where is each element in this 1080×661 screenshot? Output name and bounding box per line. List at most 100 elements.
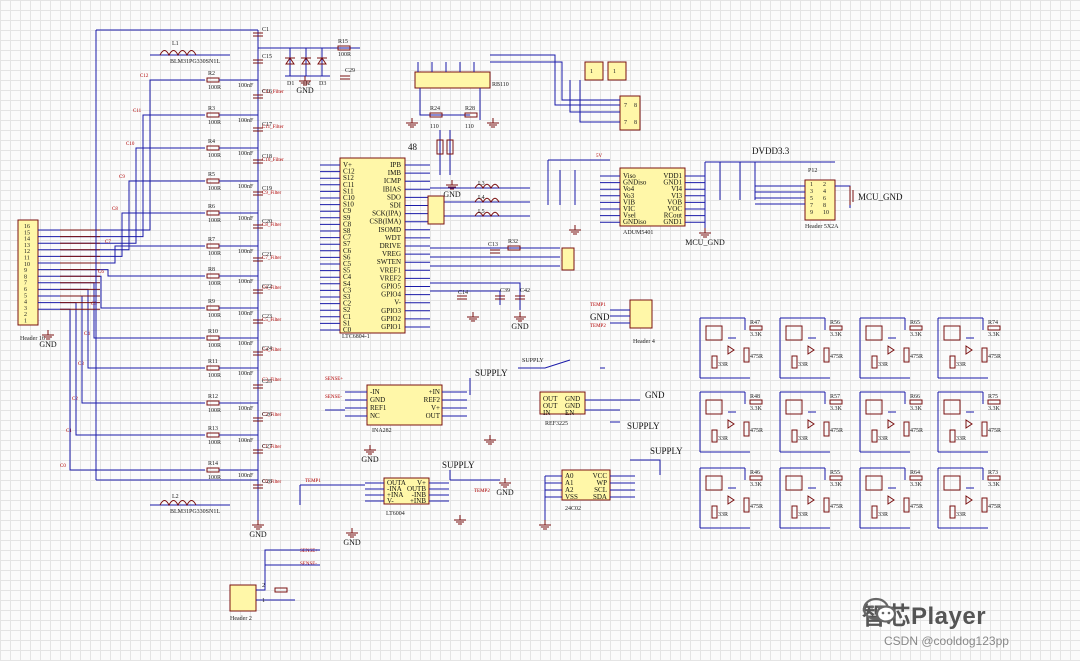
ltc6804-pin-right: SCK(IPA) <box>372 210 402 218</box>
r15-label: R15 <box>338 39 348 45</box>
header2-label: Header 2 <box>230 616 252 622</box>
eeprom-label: 24C02 <box>565 506 581 512</box>
filter-capacitor-label: C24 <box>262 346 272 352</box>
filter-cap-value: 100nF <box>238 184 254 190</box>
balance-r-big: 475R <box>830 428 843 434</box>
header5x2-pin: 2 <box>823 182 826 188</box>
connector-78 <box>619 95 641 131</box>
r28-label: R28 <box>465 106 475 112</box>
balance-mosfet <box>943 475 961 491</box>
cell-net-label: C3 <box>78 362 84 367</box>
connector-pin: 7 <box>624 103 627 109</box>
filter-resistor <box>206 145 220 151</box>
filter-resistor <box>206 243 220 249</box>
balance-mosfet <box>785 325 803 341</box>
balance-gate-resistor <box>987 325 1001 331</box>
mcu-gnd-label: MCU_GND <box>685 238 725 247</box>
lt6004-ic <box>383 477 430 505</box>
c14-capacitor <box>457 295 467 300</box>
filter-resistor-value: 100R <box>208 186 221 192</box>
temp1-label: TEMP1 <box>590 303 606 308</box>
temp2-label: TEMP2 <box>590 324 606 329</box>
eeprom-wires <box>544 459 661 520</box>
filter-resistor-value: 100R <box>208 313 221 319</box>
jumper-block <box>427 195 445 225</box>
header5x2-pin: 3 <box>810 189 813 195</box>
data-inductor-label: L4 <box>478 195 485 201</box>
balance-gate-resistor <box>909 475 923 481</box>
filter-cap-value: 100nF <box>238 151 254 157</box>
adum5401-pin-left: Vo4 <box>623 185 635 193</box>
header16-pin: 11 <box>24 256 30 262</box>
vref-gnd-label: GND <box>511 322 529 331</box>
balance-wire <box>779 317 826 378</box>
balance-resistor-value: 3.3K <box>988 406 1001 412</box>
balance-resistor <box>791 505 798 519</box>
balance-resistor-value: 3.3K <box>750 482 763 488</box>
balance-resistor-label: R57 <box>830 394 840 400</box>
supply-2: SUPPLY <box>522 358 544 364</box>
ltc6804-pin-right: ISOMD <box>378 226 401 234</box>
header2-pin: 2 <box>262 583 265 589</box>
r24-value: 110 <box>430 124 439 130</box>
lt6004-gnd3-symbol <box>499 478 511 488</box>
data-inductor-label: L5 <box>478 209 485 215</box>
cell-net-label: C0 <box>60 464 66 469</box>
balance-gate-resistor <box>749 325 763 331</box>
header16-connector <box>17 219 39 326</box>
mcu-gnd-symbol <box>699 228 711 238</box>
balance-resistor-value: 3.3K <box>830 482 843 488</box>
zener-diode <box>301 57 311 65</box>
c14-label: C14 <box>458 290 468 296</box>
balance-resistor-label: R47 <box>750 320 760 326</box>
ltc6804-pin-left: S9 <box>343 214 351 222</box>
iso-right-wires <box>704 161 800 228</box>
header16-pin: 13 <box>24 243 30 249</box>
filter-net-label: C12_Filter <box>262 90 284 95</box>
top-rail <box>95 29 258 481</box>
adum5401-pin-right: RCout <box>664 212 682 220</box>
connector-2 <box>607 61 627 81</box>
ltc6804-pin-left: S4 <box>343 280 351 288</box>
header16-pin: 2 <box>24 312 27 318</box>
filter-resistor-label: R10 <box>208 329 218 335</box>
r28-value: 110 <box>465 124 474 130</box>
drive-lines <box>430 247 560 267</box>
balance-resistor-label: R65 <box>910 320 920 326</box>
ltc6804-pin-right: ICMP <box>384 177 401 185</box>
balance-mosfet <box>865 475 883 491</box>
balance-resistor <box>823 497 830 513</box>
balance-resistor-value: 3.3K <box>830 332 843 338</box>
filter-resistor-label: R9 <box>208 299 215 305</box>
cell-net-label: C10 <box>126 142 135 147</box>
filter-capacitor <box>253 289 263 294</box>
ltc6804-pin-left: C10 <box>343 194 355 202</box>
cell-wire <box>38 288 205 369</box>
filter-capacitor <box>253 94 263 99</box>
balance-r-small: 33R <box>956 512 966 518</box>
header16-label: Header 16 <box>20 336 45 342</box>
balance-resistor-value: 3.3K <box>910 482 923 488</box>
eeprom-pin-left: A0 <box>565 472 574 480</box>
supply-switch <box>518 359 605 369</box>
cap-gnd-label: GND <box>249 530 267 539</box>
ltc6804-pin-right: V- <box>394 299 401 307</box>
header5x2-label: Header 5X2A <box>805 224 839 230</box>
data-inductor <box>474 197 500 203</box>
l2-label: L2 <box>172 494 179 500</box>
header16-pin: 12 <box>24 249 30 255</box>
rb110-connector <box>414 71 491 89</box>
balance-r-small: 33R <box>718 362 728 368</box>
lt-temp1: TEMP1 <box>305 479 321 484</box>
zener-diode <box>317 57 327 65</box>
filter-net-label: C3_Filter <box>262 378 282 383</box>
ltc6804-pin-right: IBIAS <box>383 185 401 193</box>
balance-resistor-value: 3.3K <box>988 482 1001 488</box>
filter-resistor <box>206 365 220 371</box>
balance-resistor <box>949 429 956 443</box>
balance-resistor <box>743 497 750 513</box>
filter-net-label: C9_Filter <box>262 191 282 196</box>
filter-resistor-label: R2 <box>208 71 215 77</box>
ref3225-pin: GND <box>565 402 580 410</box>
